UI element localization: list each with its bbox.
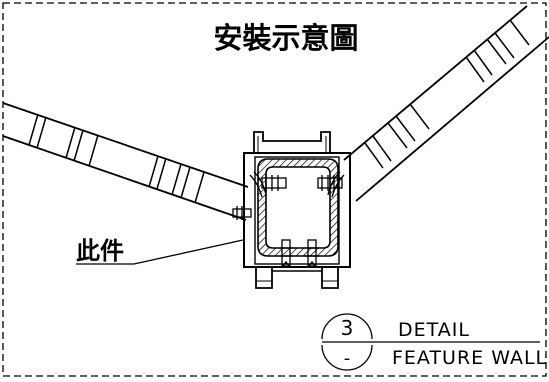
steel-tube-section <box>257 158 339 257</box>
detail-line1: DETAIL <box>398 319 470 341</box>
detail-number: 3 <box>341 316 354 340</box>
drawing-title: 安裝示意圖 <box>213 21 358 55</box>
fasteners <box>232 171 345 267</box>
detail-tag <box>321 313 540 371</box>
dashed-border <box>2 2 547 377</box>
left-slat-band <box>2 102 249 221</box>
right-slat-band <box>343 5 549 202</box>
part-leader <box>76 239 244 265</box>
outer-clamp <box>243 152 351 268</box>
detail-sheet: - <box>344 348 351 369</box>
detail-line2: FEATURE WALL <box>392 347 547 369</box>
part-label: 此件 <box>76 237 124 265</box>
post-assembly <box>243 131 351 289</box>
